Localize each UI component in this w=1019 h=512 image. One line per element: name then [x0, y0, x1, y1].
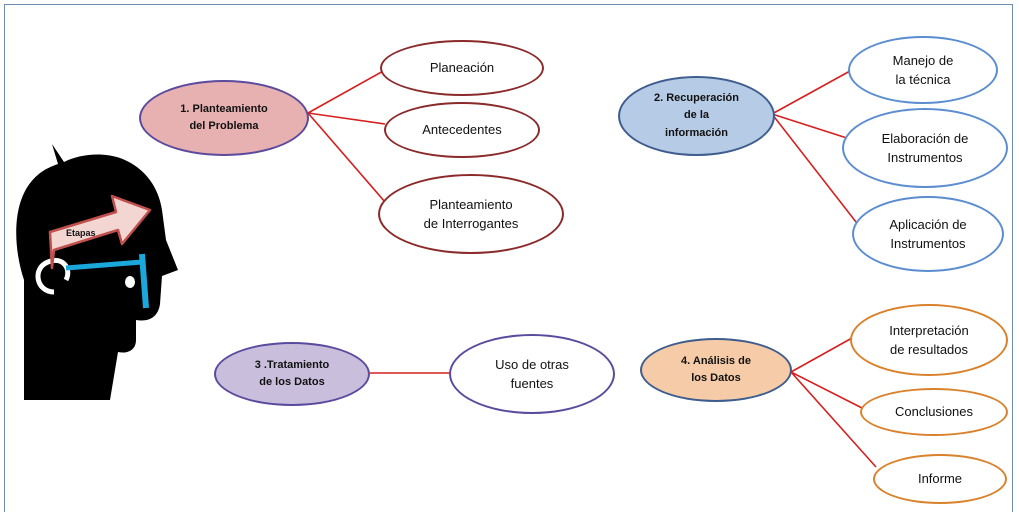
leaf-node-aplicacion[interactable]: Aplicación de Instrumentos [852, 196, 1004, 272]
leaf-node-uso-fuentes[interactable]: Uso de otras fuentes [449, 334, 615, 414]
leaf-node-planeacion[interactable]: Planeación [380, 40, 544, 96]
connector-g1-interrogantes [307, 112, 386, 203]
leaf-node-label: Uso de otras fuentes [495, 356, 569, 392]
main-node-analisis[interactable]: 4. Análisis de los Datos [640, 338, 792, 402]
main-node-planteamiento[interactable]: 1. Planteamiento del Problema [139, 80, 309, 156]
leaf-node-elaboracion[interactable]: Elaboración de Instrumentos [842, 108, 1008, 188]
main-node-tratamiento[interactable]: 3 .Tratamiento de los Datos [214, 342, 370, 406]
leaf-node-antecedentes[interactable]: Antecedentes [384, 102, 540, 158]
leaf-node-label: Antecedentes [422, 122, 502, 138]
main-node-label: 1. Planteamiento del Problema [180, 102, 268, 132]
connector-g4-interpretacion [790, 337, 853, 373]
leaf-node-label: Informe [917, 471, 963, 487]
connector-g2-manejo [771, 70, 851, 115]
thinking-head-icon [16, 144, 178, 400]
head-label: Etapas [66, 228, 96, 238]
leaf-node-label: Planteamiento de Interrogantes [423, 196, 519, 232]
main-node-recuperacion[interactable]: 2. Recuperación de la información [618, 76, 775, 156]
leaf-node-label: Manejo de la técnica [892, 52, 954, 88]
main-node-label: 4. Análisis de los Datos [681, 354, 751, 384]
arrow-icon [48, 194, 152, 270]
connector-g2-aplicacion [771, 113, 857, 223]
leaf-node-label: Elaboración de Instrumentos [881, 130, 969, 166]
connector-g1-planeacion [307, 69, 386, 114]
leaf-node-interpretacion[interactable]: Interpretación de resultados [850, 304, 1008, 376]
connector-g1-antecedentes [307, 112, 386, 125]
connector-g4-conclusiones [790, 371, 863, 409]
leaf-node-interrogantes[interactable]: Planteamiento de Interrogantes [378, 174, 564, 254]
main-node-label: 3 .Tratamiento de los Datos [254, 358, 330, 388]
connector-g2-elaboracion [771, 113, 851, 140]
connector-g4-informe [790, 371, 877, 468]
leaf-node-label: Interpretación de resultados [889, 322, 969, 358]
diagram-frame [4, 4, 1013, 512]
leaf-node-label: Aplicación de Instrumentos [889, 216, 967, 252]
leaf-node-manejo[interactable]: Manejo de la técnica [848, 36, 998, 104]
leaf-node-conclusiones[interactable]: Conclusiones [860, 388, 1008, 436]
main-node-label: 2. Recuperación de la información [654, 92, 739, 139]
leaf-node-informe[interactable]: Informe [873, 454, 1007, 504]
leaf-node-label: Conclusiones [894, 404, 974, 420]
leaf-node-label: Planeación [429, 60, 495, 76]
